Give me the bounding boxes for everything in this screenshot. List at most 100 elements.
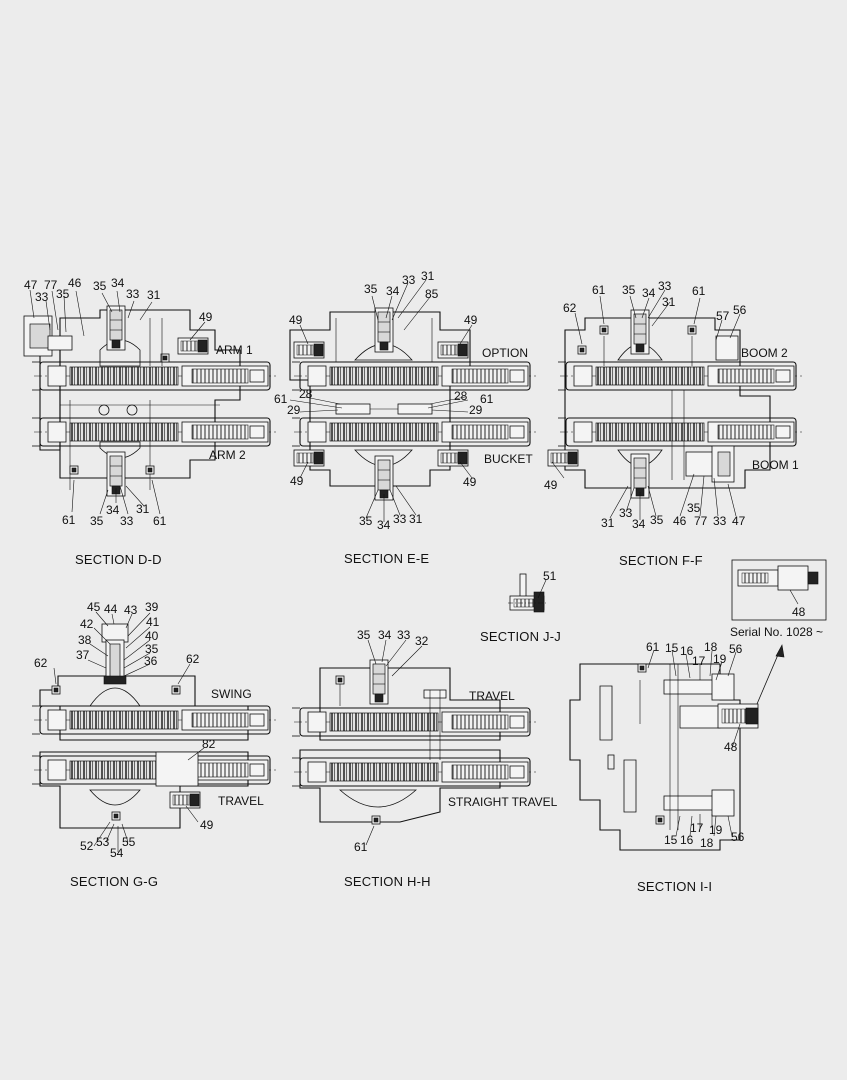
callout-31: 31	[136, 502, 150, 516]
section-title-ee: SECTION E-E	[344, 551, 429, 566]
callout-49: 49	[290, 474, 304, 488]
callout-51: 51	[543, 569, 557, 583]
callout-17: 17	[692, 654, 706, 668]
callout-31: 31	[147, 288, 161, 302]
callout-40: 40	[145, 629, 159, 643]
callout-54: 54	[110, 846, 124, 860]
callout-42: 42	[80, 617, 94, 631]
callout-34: 34	[642, 286, 656, 300]
section-title-jj: SECTION J-J	[480, 629, 561, 644]
callout-35: 35	[93, 279, 107, 293]
callout-56: 56	[731, 830, 745, 844]
callout-44: 44	[104, 602, 118, 616]
callout-77: 77	[44, 278, 58, 292]
callout-15: 15	[664, 833, 678, 847]
callout-61: 61	[274, 392, 288, 406]
section-ii: 48 Serial No. 1028 ~ 61 15 16 18 17 19 5…	[569, 559, 827, 894]
callout-28: 28	[299, 387, 313, 401]
callout-49: 49	[464, 313, 478, 327]
callout-35: 35	[357, 628, 371, 642]
callout-47: 47	[24, 278, 38, 292]
arrow-head-icon	[775, 644, 785, 658]
callout-77: 77	[694, 514, 708, 528]
section-hh: 35 34 33 32 TRAVEL STRAIGHT TRAVEL 61 SE…	[291, 628, 558, 889]
label-arm-1: ARM 1	[216, 343, 253, 357]
callout-62: 62	[186, 652, 200, 666]
callout-34: 34	[377, 518, 391, 532]
callout-61: 61	[692, 284, 706, 298]
callout-45: 45	[87, 600, 101, 614]
callout-85: 85	[425, 287, 439, 301]
callout-61: 61	[153, 514, 167, 528]
callout-35: 35	[364, 282, 378, 296]
section-title-hh: SECTION H-H	[344, 874, 431, 889]
callout-61: 61	[592, 283, 606, 297]
section-title-gg: SECTION G-G	[70, 874, 158, 889]
callout-15: 15	[665, 641, 679, 655]
label-boom-2: BOOM 2	[741, 346, 788, 360]
callout-61: 61	[354, 840, 368, 854]
section-ff: 61 35 34 33 61 31 62 57 56 BOOM 2 BOOM 1…	[544, 279, 803, 568]
label-arm-2: ARM 2	[209, 448, 246, 462]
section-gg: 45 44 43 39 42 41 38 40 37 35 36 62 62 S…	[31, 600, 277, 889]
callout-18: 18	[700, 836, 714, 850]
callout-53: 53	[96, 835, 110, 849]
arrow-icon	[756, 649, 781, 705]
callout-33: 33	[619, 506, 633, 520]
callout-55: 55	[122, 835, 136, 849]
callout-35: 35	[90, 514, 104, 528]
callout-62: 62	[34, 656, 48, 670]
callout-41: 41	[146, 615, 160, 629]
callout-35: 35	[650, 513, 664, 527]
callout-33: 33	[658, 279, 672, 293]
label-travel: TRAVEL	[469, 689, 515, 703]
callout-52: 52	[80, 839, 94, 853]
callout-31: 31	[409, 512, 423, 526]
callout-61: 61	[62, 513, 76, 527]
section-ee: 33 31 35 34 85 49 49 OPTION 61 28 29 28 …	[274, 269, 537, 566]
callout-49: 49	[200, 818, 214, 832]
callout-43: 43	[124, 603, 138, 617]
callout-33: 33	[397, 628, 411, 642]
callout-29: 29	[469, 403, 483, 417]
callout-46: 46	[673, 514, 687, 528]
callout-33: 33	[393, 512, 407, 526]
callout-61: 61	[646, 640, 660, 654]
callout-33: 33	[120, 514, 134, 528]
callout-56: 56	[733, 303, 747, 317]
callout-18: 18	[704, 640, 718, 654]
callout-35: 35	[359, 514, 373, 528]
callout-57: 57	[716, 309, 730, 323]
callout-32: 32	[415, 634, 429, 648]
callout-33: 33	[713, 514, 727, 528]
callout-37: 37	[76, 648, 90, 662]
callout-28: 28	[454, 389, 468, 403]
serial-note: Serial No. 1028 ~	[730, 625, 823, 639]
callout-29: 29	[287, 403, 301, 417]
label-swing: SWING	[211, 687, 252, 701]
callout-35: 35	[56, 287, 70, 301]
label-bucket: BUCKET	[484, 452, 533, 466]
callout-49: 49	[544, 478, 558, 492]
callout-46: 46	[68, 276, 82, 290]
section-title-ii: SECTION I-I	[637, 879, 712, 894]
callout-39: 39	[145, 600, 159, 614]
callout-16: 16	[680, 833, 694, 847]
callout-33: 33	[402, 273, 416, 287]
callout-34: 34	[632, 517, 646, 531]
section-title-dd: SECTION D-D	[75, 552, 162, 567]
callout-48: 48	[724, 740, 738, 754]
callout-61: 61	[480, 392, 494, 406]
callout-49: 49	[289, 313, 303, 327]
label-straight-travel: STRAIGHT TRAVEL	[448, 795, 558, 809]
section-dd: 47 77 46 33 35 35 34 33 31 49 ARM 1 ARM …	[23, 276, 277, 567]
callout-31: 31	[421, 269, 435, 283]
label-travel: TRAVEL	[218, 794, 264, 808]
callout-56: 56	[729, 642, 743, 656]
callout-34: 34	[111, 276, 125, 290]
callout-17: 17	[690, 821, 704, 835]
callout-33: 33	[126, 287, 140, 301]
callout-49: 49	[199, 310, 213, 324]
callout-35: 35	[687, 501, 701, 515]
